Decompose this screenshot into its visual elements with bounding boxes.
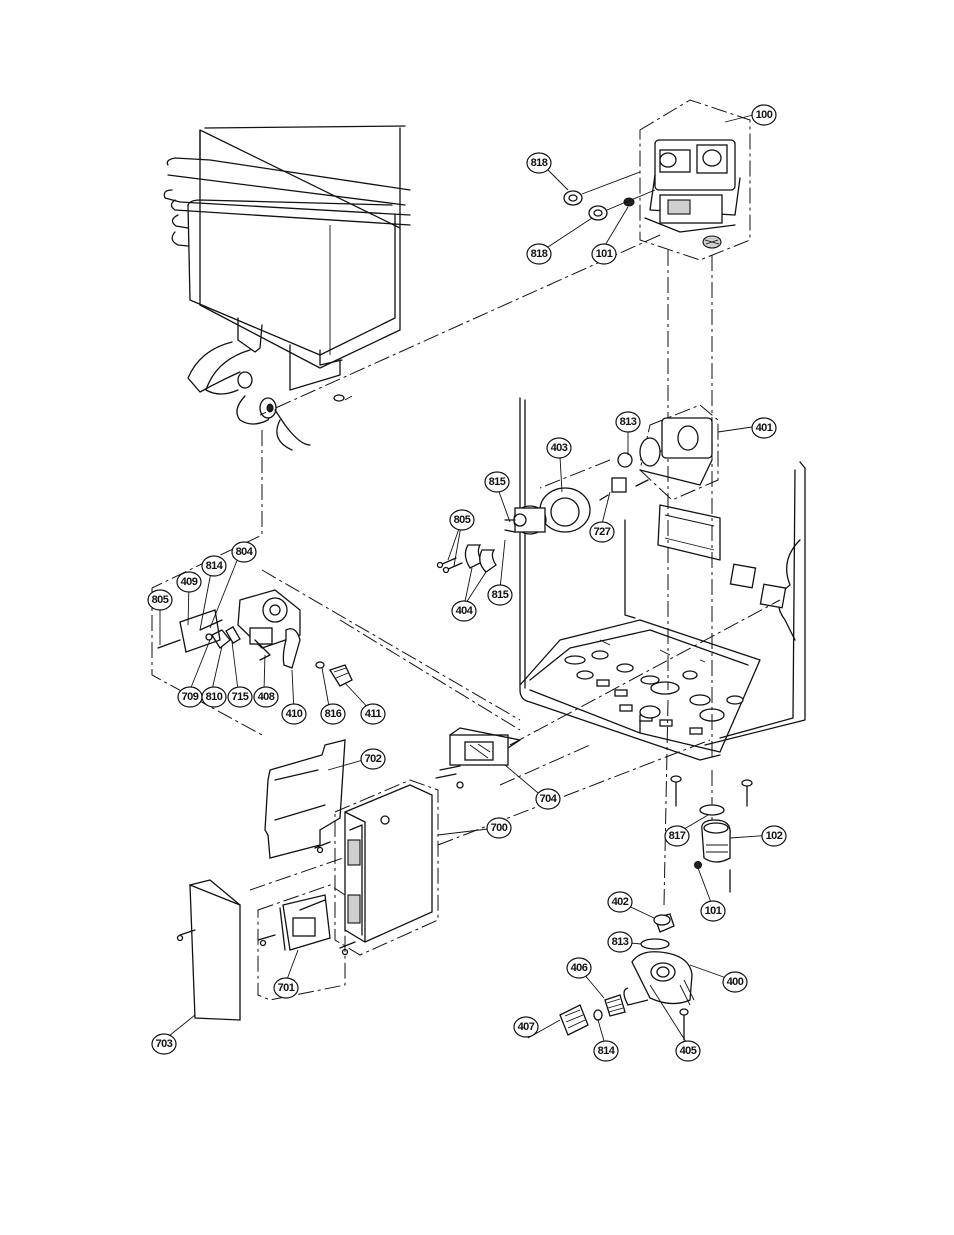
svg-text:805: 805 (152, 594, 169, 606)
svg-text:408: 408 (258, 691, 275, 703)
svg-text:818: 818 (531, 157, 548, 169)
callout-404: 404 (451, 600, 477, 622)
svg-text:411: 411 (365, 708, 382, 720)
svg-text:818: 818 (531, 248, 548, 260)
svg-text:816: 816 (325, 708, 342, 720)
callout-leaders (159, 114, 774, 1049)
svg-text:703: 703 (156, 1038, 173, 1050)
svg-text:101: 101 (596, 248, 613, 260)
callout-816: 816 (320, 703, 346, 725)
svg-text:813: 813 (620, 416, 637, 428)
svg-text:403: 403 (551, 442, 568, 454)
callout-818: 818 (526, 243, 552, 265)
svg-text:700: 700 (491, 822, 508, 834)
callout-810: 810 (201, 686, 227, 708)
svg-text:814: 814 (598, 1045, 616, 1057)
callout-815: 815 (487, 584, 513, 606)
transformer (435, 727, 521, 789)
svg-text:405: 405 (680, 1045, 697, 1057)
svg-text:409: 409 (181, 576, 198, 588)
callout-410: 410 (281, 703, 307, 725)
svg-text:813: 813 (612, 936, 629, 948)
callout-813: 813 (615, 411, 641, 433)
heat-exchanger (163, 125, 411, 451)
callout-805: 805 (147, 589, 173, 611)
callout-101: 101 (591, 243, 617, 265)
callout-701: 701 (273, 977, 299, 999)
svg-text:102: 102 (766, 830, 783, 842)
svg-text:815: 815 (492, 589, 509, 601)
svg-text:406: 406 (571, 962, 588, 974)
callout-704: 704 (535, 788, 561, 810)
svg-text:810: 810 (206, 691, 223, 703)
callout-101: 101 (700, 900, 726, 922)
callout-814: 814 (593, 1040, 619, 1062)
igniter-burner-parts (157, 589, 353, 687)
control-board (257, 739, 439, 956)
callout-403: 403 (546, 437, 572, 459)
hot-water-fitting (670, 775, 753, 893)
callout-815: 815 (484, 471, 510, 493)
pipe-clamp-parts (436, 544, 497, 574)
callout-703: 703 (151, 1033, 177, 1055)
svg-text:404: 404 (456, 605, 474, 617)
callout-814: 814 (201, 555, 227, 577)
assembly-dash-lines (151, 234, 781, 906)
callout-102: 102 (761, 825, 787, 847)
callout-401: 401 (751, 417, 777, 439)
callout-715: 715 (227, 686, 253, 708)
callout-405: 405 (675, 1040, 701, 1062)
callout-805: 805 (449, 509, 475, 531)
svg-text:715: 715 (232, 691, 249, 703)
callout-804: 804 (231, 541, 257, 563)
svg-text:402: 402 (612, 896, 629, 908)
terminal-and-cover (176, 879, 346, 1021)
callout-709: 709 (177, 686, 203, 708)
water-inlet-parts (559, 913, 695, 1041)
svg-text:709: 709 (182, 691, 199, 703)
svg-text:701: 701 (278, 982, 295, 994)
callout-727: 727 (589, 521, 615, 543)
callout-818: 818 (526, 152, 552, 174)
svg-text:400: 400 (727, 976, 744, 988)
callout-bubbles: 100 818 818 101 813 401 403 815 805 727 … (147, 104, 787, 1062)
svg-text:410: 410 (286, 708, 303, 720)
callout-817: 817 (664, 825, 690, 847)
callout-700: 700 (486, 817, 512, 839)
svg-text:817: 817 (669, 830, 686, 842)
callout-408: 408 (253, 686, 279, 708)
svg-text:100: 100 (756, 109, 773, 121)
water-valve-assembly (563, 99, 751, 261)
svg-text:727: 727 (594, 526, 611, 538)
gas-valve-assembly (504, 404, 719, 535)
callout-406: 406 (566, 957, 592, 979)
svg-text:815: 815 (489, 476, 506, 488)
cabinet-frame (519, 397, 806, 761)
svg-text:805: 805 (454, 514, 471, 526)
callout-402: 402 (607, 891, 633, 913)
svg-text:804: 804 (236, 546, 254, 558)
callout-813: 813 (607, 931, 633, 953)
svg-text:814: 814 (206, 560, 224, 572)
callout-411: 411 (360, 703, 386, 725)
callout-400: 400 (722, 971, 748, 993)
callout-409: 409 (176, 571, 202, 593)
callout-407: 407 (513, 1016, 539, 1038)
svg-text:401: 401 (756, 422, 773, 434)
callout-100: 100 (751, 104, 777, 126)
callout-702: 702 (360, 748, 386, 770)
svg-text:101: 101 (705, 905, 722, 917)
svg-text:407: 407 (518, 1021, 535, 1033)
svg-text:702: 702 (365, 753, 382, 765)
svg-text:704: 704 (540, 793, 558, 805)
